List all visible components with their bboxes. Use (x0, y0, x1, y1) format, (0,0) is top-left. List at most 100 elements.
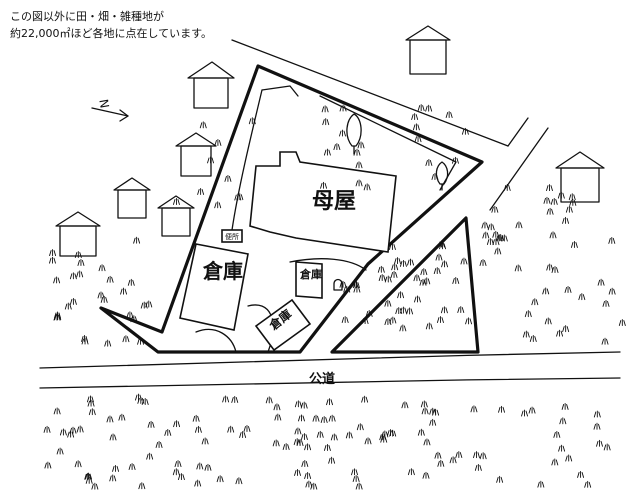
grass-tuft (128, 463, 136, 471)
grass-tuft (593, 410, 601, 418)
grass-tuft (558, 444, 566, 452)
grass-tuft (491, 205, 499, 213)
grass-tuft (248, 117, 256, 125)
grass-tuft (601, 337, 609, 345)
grass-tuft (596, 439, 603, 447)
grass-tuft (413, 274, 421, 282)
grass-tuft (273, 403, 281, 411)
grass-tuft (577, 470, 585, 478)
grass-tuft (328, 414, 336, 422)
grass-tuft (449, 456, 457, 464)
grass-tuft (397, 291, 405, 299)
grass-tuft (97, 291, 105, 299)
grass-tuft (514, 264, 522, 272)
neighbor-house (555, 151, 605, 203)
grass-tuft (177, 473, 185, 481)
grass-tuft (399, 306, 407, 314)
grass-tuft (422, 471, 430, 479)
grass-tuft (294, 469, 301, 476)
grass-tuft (351, 468, 358, 476)
grass-tuft (355, 161, 363, 169)
grass-tuft (300, 401, 308, 409)
grass-tuft (328, 456, 336, 464)
grass-tuft (320, 181, 328, 189)
grass-tuft (356, 423, 364, 431)
grass-tuft (551, 458, 559, 466)
grass-tuft (351, 280, 359, 288)
grass-tuft (429, 418, 437, 426)
grass-tuft (479, 259, 487, 266)
grass-tuft (363, 183, 371, 191)
grass-tuft (321, 105, 329, 113)
grass-tuft (301, 460, 309, 467)
grass-tuft (294, 427, 302, 435)
grass-tuft (141, 398, 149, 405)
grass-tuft (87, 399, 95, 407)
grass-tuft (470, 405, 478, 413)
grass-tuft (98, 264, 106, 272)
grass-tuft (74, 251, 82, 258)
grass-tuft (455, 451, 463, 458)
grass-tuft (173, 420, 181, 428)
grass-tuft (515, 221, 523, 229)
grass-tuft (272, 439, 280, 447)
grass-tuft (298, 414, 305, 422)
grass-tuft (231, 396, 239, 403)
grass-tuft (407, 258, 415, 266)
grass-tuft (479, 452, 487, 460)
grass-tuft (384, 275, 392, 283)
grass-tuft (214, 138, 222, 146)
grass-tuft (411, 113, 419, 120)
vegetation (43, 104, 626, 490)
grass-tuft (91, 482, 99, 490)
grass-tuft (528, 406, 536, 414)
grass-tuft (204, 463, 212, 471)
grass-tuft (522, 330, 530, 338)
grass-tuft (138, 482, 146, 490)
grass-tuft (412, 123, 420, 131)
public-road-label: 公道 (309, 371, 335, 387)
neighbor-house (113, 177, 151, 219)
grass-tuft (122, 335, 130, 343)
grass-tuft (304, 472, 312, 479)
grass-tuft (341, 316, 349, 323)
grass-tuft (330, 433, 338, 441)
grass-tuft (486, 238, 494, 245)
grass-tuft (352, 475, 360, 482)
grass-tuft (239, 431, 247, 438)
grass-tuft (460, 257, 468, 265)
note-line-1: この図以外に田・畑・雑種地が (10, 10, 164, 23)
grass-tuft (76, 270, 84, 278)
toilet: 便所 (221, 229, 243, 243)
grass-tuft (312, 414, 320, 422)
grass-tuft (69, 426, 77, 434)
grass-tuft (378, 274, 386, 282)
north-arrow: N (91, 98, 129, 122)
grass-tuft (420, 400, 428, 408)
grass-tuft (353, 285, 361, 293)
side-road-edge-north (231, 39, 509, 147)
grass-tuft (457, 306, 465, 313)
grass-tuft (172, 468, 180, 476)
grass-tuft (339, 104, 347, 112)
grass-tuft (377, 265, 385, 273)
grass-tuft (59, 428, 67, 436)
grass-tuft (109, 433, 117, 441)
grass-tuft (542, 287, 550, 295)
grass-tuft (164, 428, 172, 436)
grass-tuft (565, 205, 573, 213)
grass-tuft (553, 430, 561, 438)
tree (435, 161, 449, 191)
grass-tuft (133, 236, 141, 244)
grass-tuft (557, 191, 565, 199)
grass-tuft (84, 472, 92, 480)
roads (39, 39, 621, 389)
grass-tuft (49, 256, 56, 264)
grass-tuft (197, 187, 205, 195)
grass-tuft (300, 433, 308, 440)
grass-tuft (357, 141, 365, 149)
grass-tuft (465, 317, 473, 325)
warehouse-small-1: 倉庫 (295, 261, 323, 299)
grass-tuft (388, 243, 396, 250)
grass-tuft (384, 299, 392, 307)
